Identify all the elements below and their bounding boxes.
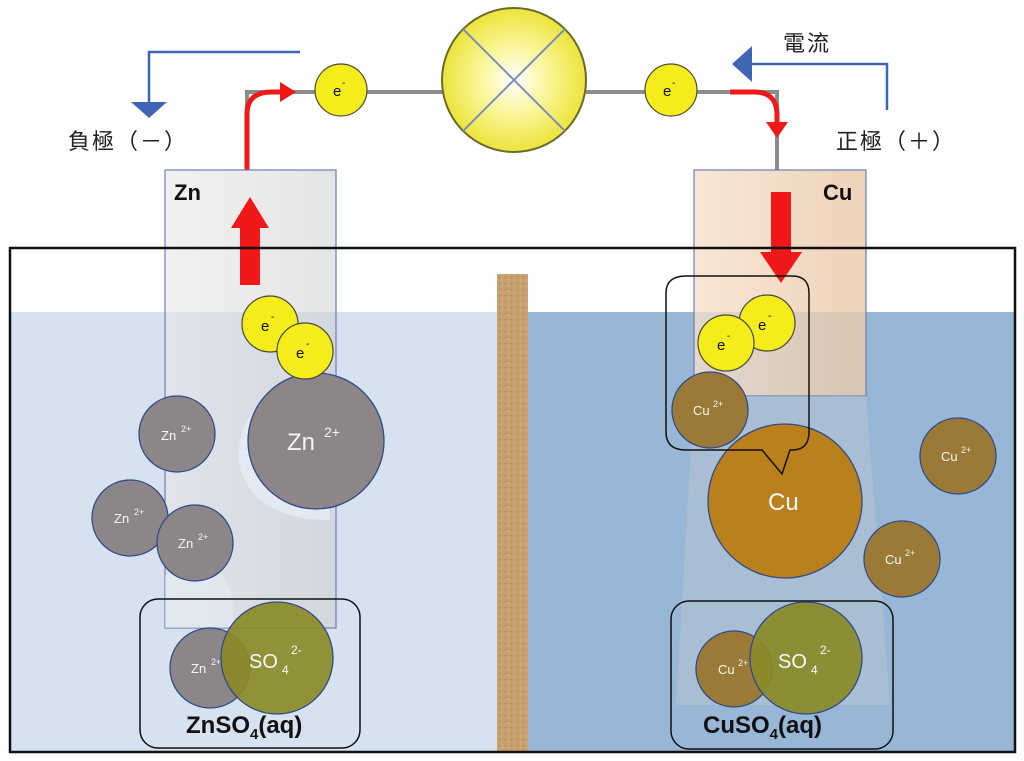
sulfate-ion-zn: SO 4 2- xyxy=(220,601,334,715)
cathode-electron-2: e - xyxy=(697,314,755,372)
svg-text:4: 4 xyxy=(282,663,289,677)
svg-text:e: e xyxy=(758,317,766,334)
svg-text:-: - xyxy=(727,331,730,342)
electron-flow-arrow-cathode xyxy=(730,89,780,122)
current-arrowhead-cathode xyxy=(732,46,752,82)
svg-text:SO: SO xyxy=(778,651,807,673)
svg-text:2-: 2- xyxy=(820,643,831,657)
current-arrow-anode xyxy=(147,50,300,102)
svg-text:4: 4 xyxy=(811,663,818,677)
svg-text:Zn: Zn xyxy=(178,536,193,551)
svg-text:e: e xyxy=(296,345,304,362)
electron-arrow-down xyxy=(760,192,802,283)
svg-text:Zn: Zn xyxy=(287,429,315,456)
svg-text:e: e xyxy=(663,83,671,100)
svg-text:Cu: Cu xyxy=(941,449,958,464)
svg-text:2+: 2+ xyxy=(713,399,723,409)
svg-text:2+: 2+ xyxy=(905,548,915,558)
light-bulb xyxy=(441,7,587,153)
svg-text:Cu: Cu xyxy=(693,403,710,418)
svg-text:2+: 2+ xyxy=(324,424,340,440)
electron-arrow-up xyxy=(231,197,269,285)
electron-flow-arrowhead-cathode xyxy=(766,122,788,138)
zinc-ion: Zn 2+ xyxy=(138,395,216,473)
copper-ion: Cu 2+ xyxy=(863,520,941,598)
cuso4-callout-box xyxy=(670,600,894,750)
svg-text:Zn: Zn xyxy=(114,511,129,526)
svg-text:2+: 2+ xyxy=(961,445,971,455)
svg-text:Cu: Cu xyxy=(768,489,799,516)
svg-text:SO: SO xyxy=(249,651,278,673)
svg-text:2+: 2+ xyxy=(211,657,221,667)
anode-electron-2: e - xyxy=(276,322,334,380)
zinc-ion: Zn 2+ xyxy=(91,479,169,557)
cuso4-label: CuSO4(aq) xyxy=(703,712,823,743)
svg-text:2-: 2- xyxy=(291,643,302,657)
cathode-label: 正極（＋） xyxy=(836,130,957,155)
salt-bridge xyxy=(497,274,528,752)
electron-flow-arrowhead-anode xyxy=(280,82,296,102)
wire-electron-left: e - xyxy=(314,63,368,117)
svg-text:Cu: Cu xyxy=(885,552,902,567)
znso4-label: ZnSO4(aq) xyxy=(186,712,303,743)
sulfate-ion-cu: SO 4 2- xyxy=(749,601,863,715)
svg-text:e: e xyxy=(261,318,269,335)
znso4-callout-box xyxy=(139,598,361,749)
svg-text:e: e xyxy=(333,83,341,100)
svg-text:-: - xyxy=(672,78,675,89)
svg-text:Zn: Zn xyxy=(191,661,206,676)
current-arrow-cathode xyxy=(752,62,889,110)
svg-text:2+: 2+ xyxy=(134,507,144,517)
svg-text:-: - xyxy=(271,312,274,323)
svg-text:Cu: Cu xyxy=(718,662,735,677)
zinc-electrode-label: Zn xyxy=(174,180,201,205)
svg-text:-: - xyxy=(306,339,309,350)
svg-text:-: - xyxy=(342,78,345,89)
current-arrowhead-anode xyxy=(131,102,167,118)
current-label: 電流 xyxy=(783,32,832,57)
svg-text:e: e xyxy=(717,337,725,354)
svg-text:Zn: Zn xyxy=(161,428,176,443)
wire-electron-right: e - xyxy=(644,63,698,117)
zinc-ion-large: Zn 2+ xyxy=(247,372,385,510)
copper-ion: Cu 2+ xyxy=(919,417,997,495)
svg-text:2+: 2+ xyxy=(738,658,748,668)
svg-text:2+: 2+ xyxy=(198,532,208,542)
svg-text:2+: 2+ xyxy=(181,424,191,434)
electron-flow-arrow-anode xyxy=(244,89,280,170)
copper-ion-in-callout: Cu 2+ xyxy=(671,371,749,449)
anode-label: 負極（－） xyxy=(68,130,189,155)
copper-electrode-label: Cu xyxy=(823,180,853,205)
svg-text:-: - xyxy=(768,311,771,322)
zinc-ion: Zn 2+ xyxy=(156,504,234,582)
beaker xyxy=(8,246,1017,754)
copper-atom: Cu xyxy=(707,423,863,579)
deposition-callout-bubble xyxy=(665,275,810,476)
